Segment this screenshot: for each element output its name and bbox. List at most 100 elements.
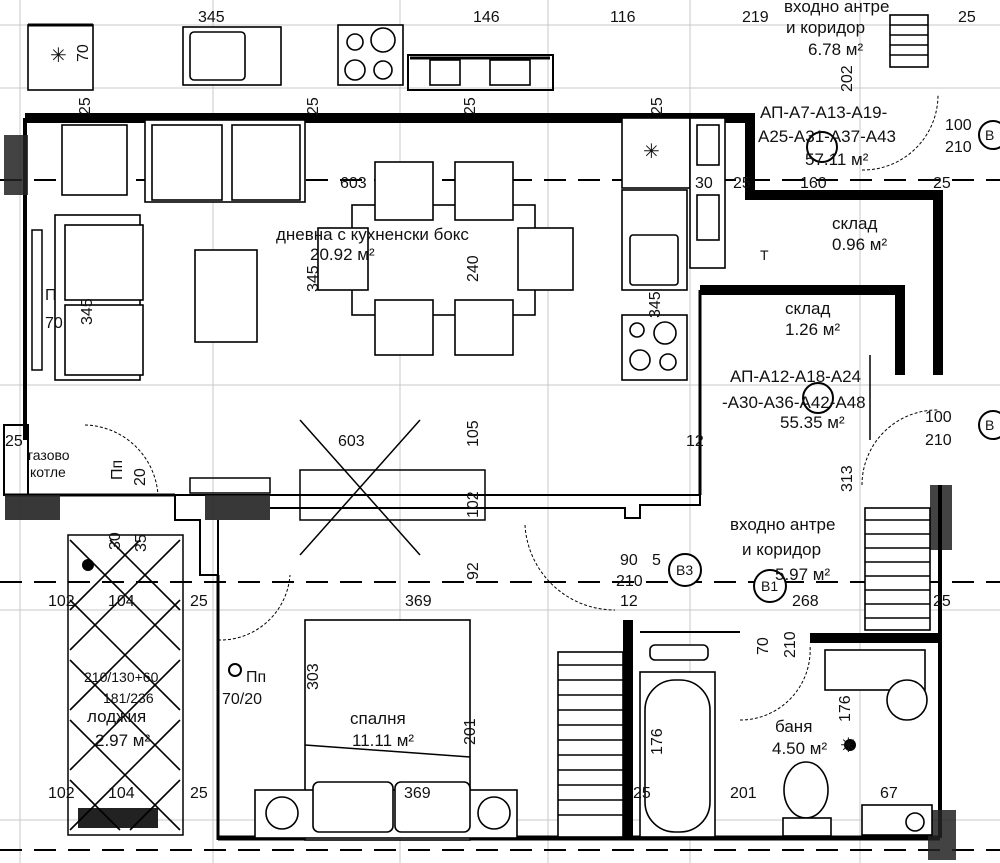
dim-label: 70/20 bbox=[222, 691, 262, 708]
dim-label: 30 bbox=[695, 175, 713, 192]
tags bbox=[82, 120, 1000, 751]
dim-label: 104 bbox=[108, 785, 135, 802]
dim-label: 30 bbox=[107, 532, 124, 550]
room-name2-entry-top: и коридор bbox=[786, 18, 865, 37]
dim-label: 92 bbox=[465, 562, 482, 580]
room-area-storage-top: 0.96 м² bbox=[832, 235, 887, 254]
dim-label: 20 bbox=[132, 468, 149, 486]
dim-label: 202 bbox=[839, 65, 856, 92]
svg-text:✳: ✳ bbox=[50, 45, 67, 67]
room-area-loggia: 2.97 м² bbox=[95, 731, 150, 750]
apartment-labels: АП-А7-А13-А19- А25-А31-А37-А43 57.11 м² … bbox=[722, 103, 896, 432]
furniture bbox=[27, 14, 933, 841]
dim-label: 25 bbox=[958, 9, 976, 26]
dim-label: 25 bbox=[305, 97, 322, 115]
room-name-bathroom: баня bbox=[775, 717, 812, 736]
dim-label: 116 bbox=[610, 9, 636, 26]
tag-b3: В3 bbox=[676, 562, 693, 578]
walls bbox=[3, 54, 956, 860]
dim-label: 12 bbox=[620, 593, 638, 610]
label-pp: Пп bbox=[109, 460, 126, 480]
svg-text:✳: ✳ bbox=[840, 735, 857, 757]
dim-label: 369 bbox=[405, 593, 432, 610]
dim-label: 313 bbox=[839, 465, 856, 492]
dim-label: 146 bbox=[473, 9, 500, 26]
label-gas-boiler: газово bbox=[28, 447, 70, 463]
room-name-loggia: лоджия bbox=[87, 707, 146, 726]
apartment-lower-line1: АП-А12-А18-А24 bbox=[730, 367, 861, 386]
dim-label: 303 bbox=[305, 663, 322, 690]
dim-label: 25 bbox=[190, 593, 208, 610]
dim-label: 70 bbox=[45, 315, 63, 332]
dim-label-p: П bbox=[45, 287, 57, 304]
room-area-bathroom: 4.50 м² bbox=[772, 739, 827, 758]
room-name-entry-bottom: входно антре bbox=[730, 515, 835, 534]
dim-label: 25 bbox=[77, 97, 94, 115]
dim-label: 201 bbox=[462, 718, 479, 745]
room-area-entry-top: 6.78 м² bbox=[808, 40, 863, 59]
dimension-labels: 345 146 116 219 25 70 202 25 25 25 25 60… bbox=[5, 9, 994, 802]
axis-lines bbox=[0, 179, 1000, 851]
dim-label: 176 bbox=[649, 728, 666, 755]
apartment-lower-area: 55.35 м² bbox=[780, 413, 845, 432]
dim-label: 100 bbox=[945, 117, 972, 134]
door-swings bbox=[84, 94, 939, 721]
room-name2-entry-bottom: и коридор bbox=[742, 540, 821, 559]
dim-label: 102 bbox=[465, 491, 482, 518]
dim-label: 12 bbox=[686, 433, 704, 450]
label-t: Т bbox=[760, 247, 769, 263]
dim-label: 102 bbox=[48, 785, 75, 802]
dim-label: 210 bbox=[925, 432, 952, 449]
dim-label: 70 bbox=[75, 44, 92, 62]
dim-label-window: 210/130+60 bbox=[84, 669, 159, 685]
dim-label: 345 bbox=[198, 9, 225, 26]
dim-label: 210 bbox=[945, 139, 972, 156]
dim-label: 603 bbox=[340, 175, 367, 192]
room-name-storage-mid: склад bbox=[785, 299, 831, 318]
apartment-upper-line1: АП-А7-А13-А19- bbox=[760, 103, 887, 122]
dim-label: 219 bbox=[742, 9, 769, 26]
room-area-entry-bottom: 5.97 м² bbox=[775, 565, 830, 584]
dim-label: 100 bbox=[925, 409, 952, 426]
dim-label: 345 bbox=[647, 291, 664, 318]
dim-label: 369 bbox=[404, 785, 431, 802]
room-name-storage-top: склад bbox=[832, 214, 878, 233]
dim-label: 25 bbox=[649, 97, 666, 115]
dim-label: 345 bbox=[305, 265, 322, 292]
dim-label-window-2: 181/236 bbox=[103, 690, 154, 706]
dim-label: 25 bbox=[5, 433, 23, 450]
dim-label: 176 bbox=[837, 695, 854, 722]
svg-text:✳: ✳ bbox=[643, 141, 660, 163]
dim-label: 268 bbox=[792, 593, 819, 610]
dim-label: 210 bbox=[616, 573, 643, 590]
dim-label: 25 bbox=[190, 785, 208, 802]
dim-label: 603 bbox=[338, 433, 365, 450]
dim-label: 105 bbox=[465, 420, 482, 447]
dim-label: 25 bbox=[933, 175, 951, 192]
dim-label: 104 bbox=[108, 593, 135, 610]
tag-b-right-2: В bbox=[985, 417, 994, 433]
dim-label: 25 bbox=[462, 97, 479, 115]
dim-label: 25 bbox=[633, 785, 651, 802]
room-name-entry-top: входно антре bbox=[784, 0, 889, 16]
dim-label: 90 bbox=[620, 552, 638, 569]
room-name-living: дневна с кухненски бокс bbox=[276, 225, 469, 244]
dim-label: 102 bbox=[48, 593, 75, 610]
dim-label: 160 bbox=[800, 175, 827, 192]
dim-label: 240 bbox=[465, 255, 482, 282]
label-pp-2: Пп bbox=[246, 669, 266, 686]
room-name-bedroom: спалня bbox=[350, 709, 406, 728]
apartment-upper-area: 57.11 м² bbox=[805, 150, 869, 169]
dim-label: 25 bbox=[933, 593, 951, 610]
apartment-upper-line2: А25-А31-А37-А43 bbox=[758, 127, 896, 146]
tag-b1: В1 bbox=[761, 578, 778, 594]
tag-b-right: В bbox=[985, 127, 994, 143]
dim-label: 201 bbox=[730, 785, 757, 802]
dim-label: 25 bbox=[733, 175, 751, 192]
star-symbols: ✳ ✳ ✳ bbox=[50, 45, 857, 757]
dim-label: 70 bbox=[755, 637, 772, 655]
room-area-bedroom: 11.11 м² bbox=[352, 731, 414, 750]
room-area-storage-mid: 1.26 м² bbox=[785, 320, 840, 339]
room-area-living: 20.92 м² bbox=[310, 245, 375, 264]
